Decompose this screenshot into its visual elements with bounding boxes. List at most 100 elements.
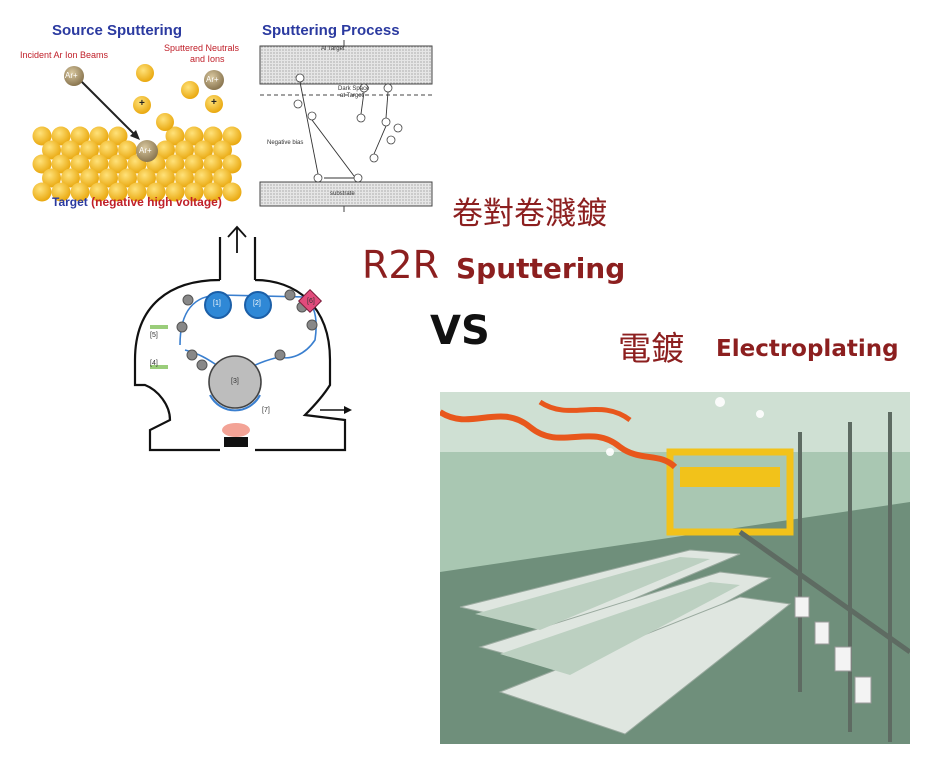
label-6: [6]: [307, 298, 315, 305]
target-atom: [194, 168, 213, 188]
target-label: Target (negative high voltage): [52, 195, 222, 209]
substrate-label: substrate: [330, 191, 355, 197]
target-atom: [70, 182, 90, 202]
target-atom: [42, 140, 61, 160]
target-atom: [222, 182, 242, 202]
target-atom: [99, 168, 118, 188]
target-atom-lattice: [32, 126, 242, 202]
target-atom: [108, 154, 128, 174]
target-atom: [184, 182, 204, 202]
target-atom: [89, 154, 109, 174]
label-8: [8: [213, 437, 219, 444]
target-atom: [203, 154, 223, 174]
target-atom: [89, 126, 109, 146]
sputtered-label-line2: and Ions: [190, 54, 225, 64]
unwind-roller: [204, 291, 232, 319]
target-atom: [146, 182, 166, 202]
target-atom: [203, 182, 223, 202]
target-atom: [32, 182, 52, 202]
electroplating-zh-title: 電鍍: [618, 329, 684, 368]
target-atom: [51, 154, 71, 174]
target-atom: [32, 154, 52, 174]
target-atom: [32, 126, 52, 146]
sputtering-process-title: Sputtering Process: [262, 22, 400, 39]
source-sputtering-title: Source Sputtering: [52, 22, 183, 39]
target-atom: [156, 168, 175, 188]
r2r-sputtering-zh-title: 卷對卷濺鍍: [452, 196, 607, 232]
r2r-title: R2R: [362, 243, 439, 287]
target-atom: [184, 126, 204, 146]
vs-label: VS: [430, 308, 490, 354]
heater: [224, 437, 248, 447]
al-target-label: Al Target: [321, 46, 345, 52]
dark-space-label: at Target: [340, 93, 364, 99]
target-atom: [61, 168, 80, 188]
source-sputtering-diagram: [32, 64, 242, 202]
label-4: [4]: [150, 360, 158, 367]
target-atom: [80, 140, 99, 160]
target-atom: [118, 168, 137, 188]
sputtered-neutral: [136, 64, 154, 82]
target-atom: [165, 154, 185, 174]
target-plate: [259, 45, 433, 85]
target-atom: [51, 126, 71, 146]
target-atom: [175, 168, 194, 188]
ar-ion-symbol: Ar+: [206, 75, 219, 84]
sputtered-neutral: [156, 113, 174, 131]
sputtered-ion: [205, 95, 223, 113]
r2r-chamber-diagram: [133, 225, 352, 452]
target-atom: [108, 182, 128, 202]
target-atom: [108, 126, 128, 146]
target-atom: [184, 154, 204, 174]
target-atom: [127, 182, 147, 202]
incident-beam-label: Incident Ar Ion Beams: [20, 50, 109, 60]
target-atom: [165, 126, 185, 146]
dark-space-label: Dark Space: [338, 86, 370, 92]
sputtering-process-diagram: [259, 40, 433, 212]
target-atom: [51, 182, 71, 202]
target-atom: [213, 168, 232, 188]
target-atom: [70, 154, 90, 174]
electroplating-title: Electroplating: [716, 336, 899, 362]
sensor-box: [297, 288, 323, 314]
process-drum: [208, 355, 262, 409]
ar-ion-symbol: Ar+: [65, 71, 78, 80]
sputtered-label-line1: Sputtered Neutrals: [164, 43, 240, 53]
sputtered-neutral: [181, 81, 199, 99]
incident-beam-arrow: [79, 79, 139, 139]
ar-ion-impact: [136, 140, 158, 162]
ar-ion-symbol: Ar+: [139, 146, 152, 155]
bias-label: Negative bias: [267, 140, 304, 146]
substrate-plate: [259, 181, 433, 207]
target-atom: [165, 182, 185, 202]
target-atom: [118, 140, 137, 160]
target-atom: [175, 140, 194, 160]
label-2: [2]: [253, 300, 261, 307]
ar-ion-sputtered: [204, 70, 224, 90]
orange-cables: [440, 409, 678, 470]
electroplating-factory-photo: [440, 392, 910, 744]
label-5: [5]: [150, 332, 158, 339]
sputtering-title: Sputtering: [456, 252, 626, 285]
rewind-roller: [244, 291, 272, 319]
plus-symbol: +: [211, 97, 217, 108]
gantry-crane: [666, 448, 794, 536]
target-note: (negative high voltage): [91, 195, 222, 209]
target-atom: [80, 168, 99, 188]
label-7: [7]: [262, 407, 270, 414]
target-atom: [222, 126, 242, 146]
exhaust-arrow: [227, 225, 247, 238]
target-atom: [213, 140, 232, 160]
plus-symbol: +: [139, 98, 145, 109]
ar-ion-incident: [64, 66, 84, 86]
target-atom: [70, 126, 90, 146]
target-atom: [99, 140, 118, 160]
target-atom: [222, 154, 242, 174]
target-atom: [137, 168, 156, 188]
target-atom: [61, 140, 80, 160]
target-atom: [194, 140, 213, 160]
target-atom: [156, 140, 175, 160]
target-atom: [89, 182, 109, 202]
sputtered-ion: [133, 96, 151, 114]
label-3: [3]: [231, 378, 239, 385]
